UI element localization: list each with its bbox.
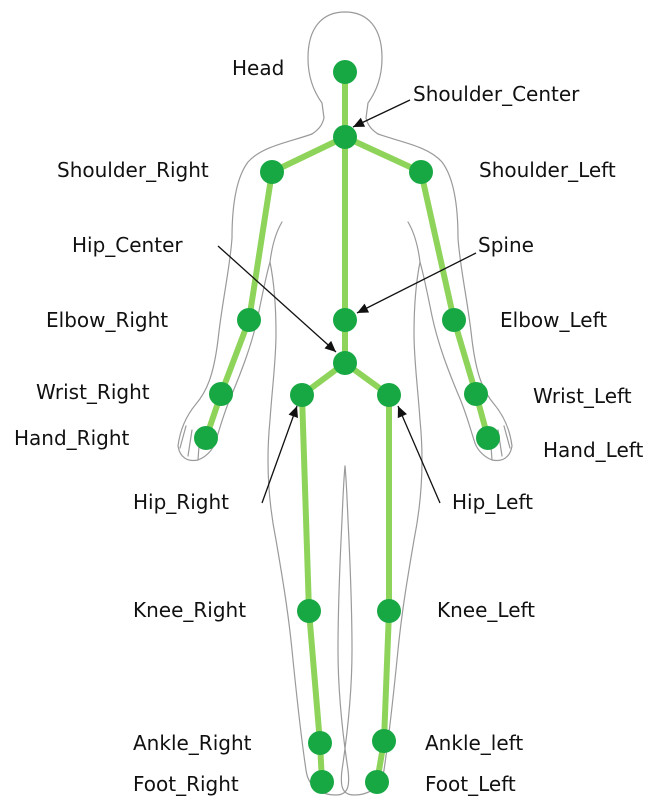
joint-hip-left [377,383,401,407]
label-shoulder-center: Shoulder_Center [413,84,579,104]
label-hip-center: Hip_Center [72,235,183,255]
arrow-hip-left [398,406,440,503]
label-knee-right: Knee_Right [133,600,246,620]
chest-line-right [270,222,282,262]
joint-wrist-left [464,382,488,406]
joint-wrist-right [209,382,233,406]
bone-hip-right-to-knee-right [302,395,309,611]
bone-shoulder-center-to-shoulder-right [272,137,345,172]
joint-hand-left [476,426,500,450]
joint-knee-right [297,599,321,623]
bone-shoulder-right-to-elbow-right [249,172,272,320]
joint-hand-right [194,426,218,450]
bone-knee-left-to-ankle-left [384,611,389,741]
label-ankle-right: Ankle_Right [133,733,251,753]
label-wrist-left: Wrist_Left [533,386,632,406]
joint-spine [333,308,357,332]
label-hip-right: Hip_Right [133,492,229,512]
arrow-shoulder-center [353,100,410,127]
arrow-spine [357,253,476,313]
label-hand-left: Hand_Left [543,440,643,460]
joint-foot-right [310,770,334,794]
label-shoulder-right: Shoulder_Right [57,160,209,180]
label-foot-left: Foot_Left [425,774,516,794]
chest-line-left [408,222,420,262]
bone-shoulder-center-to-shoulder-left [345,137,421,172]
arrow-hip-center [218,246,336,352]
joint-shoulder-right [260,160,284,184]
joint-shoulder-center [333,125,357,149]
label-shoulder-left: Shoulder_Left [479,160,616,180]
joint-elbow-left [442,308,466,332]
label-foot-right: Foot_Right [133,774,239,794]
bone-knee-right-to-ankle-right [309,611,320,743]
arrow-hip-right [262,406,298,503]
joint-ankle-left [372,729,396,753]
skeleton-bones [206,72,488,782]
label-elbow-right: Elbow_Right [46,310,168,330]
joint-head [333,60,357,84]
label-wrist-right: Wrist_Right [36,382,150,402]
label-spine: Spine [478,235,534,255]
joint-foot-left [365,770,389,794]
label-hand-right: Hand_Right [14,428,129,448]
label-head: Head [232,58,284,78]
joint-hip-center [333,351,357,375]
joint-hip-right [290,383,314,407]
label-elbow-left: Elbow_Left [500,310,607,330]
joint-shoulder-left [409,160,433,184]
label-ankle-left: Ankle_left [425,733,523,753]
joint-elbow-right [237,308,261,332]
label-hip-left: Hip_Left [452,492,533,512]
joint-ankle-right [308,731,332,755]
label-knee-left: Knee_Left [437,600,535,620]
bone-shoulder-left-to-elbow-left [421,172,454,320]
joint-knee-left [377,599,401,623]
